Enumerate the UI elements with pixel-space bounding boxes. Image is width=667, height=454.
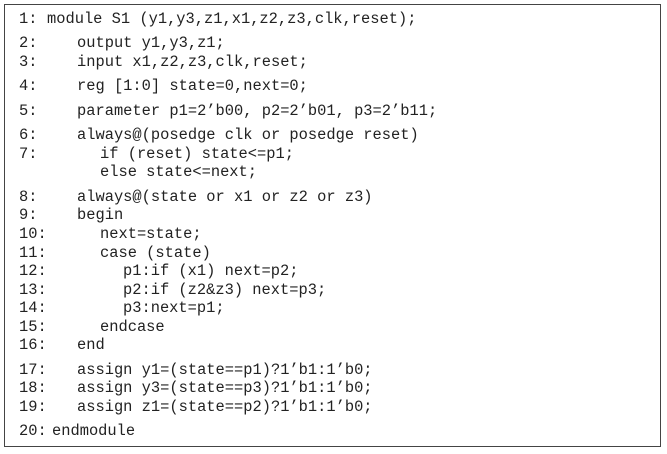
line-number: 16: bbox=[19, 336, 47, 355]
line-number: 3: bbox=[19, 52, 38, 71]
code-text: next=state; bbox=[100, 224, 202, 243]
line-number: 20: bbox=[19, 422, 47, 441]
line-number: 18: bbox=[19, 379, 47, 398]
code-text: p2:if (z2&z3) next=p3; bbox=[123, 280, 327, 299]
code-text: case (state) bbox=[100, 243, 211, 262]
line-number: 13: bbox=[19, 280, 47, 299]
code-text: endmodule bbox=[52, 422, 136, 441]
line-number: 12: bbox=[19, 262, 47, 281]
line-number: 1: bbox=[19, 10, 38, 28]
code-text: parameter p1=2’b00, p2=2’b01, p3=2’b11; bbox=[77, 101, 438, 120]
code-listing-frame bbox=[4, 4, 661, 447]
line-number: 7: bbox=[19, 144, 38, 163]
code-text: assign z1=(state==p2)?1’b1:1’b0; bbox=[77, 398, 373, 417]
code-text: always@(state or x1 or z2 or z3) bbox=[77, 187, 373, 206]
code-text: assign y1=(state==p1)?1’b1:1’b0; bbox=[77, 360, 373, 379]
line-number: 14: bbox=[19, 299, 47, 318]
code-text: if (reset) state<=p1; bbox=[100, 144, 294, 163]
line-number: 19: bbox=[19, 398, 47, 417]
code-text: input x1,z2,z3,clk,reset; bbox=[77, 52, 308, 71]
code-text: reg [1:0] state=0,next=0; bbox=[77, 77, 308, 96]
line-number: 8: bbox=[19, 187, 38, 206]
code-text: output y1,y3,z1; bbox=[77, 34, 225, 53]
line-number: 17: bbox=[19, 360, 47, 379]
code-text: begin bbox=[77, 206, 124, 225]
code-text: assign y3=(state==p3)?1’b1:1’b0; bbox=[77, 379, 373, 398]
line-number: 4: bbox=[19, 77, 38, 96]
code-text: p1:if (x1) next=p2; bbox=[123, 262, 299, 281]
code-text: always@(posedge clk or posedge reset) bbox=[77, 126, 419, 145]
code-text: end bbox=[77, 336, 105, 355]
line-number: 10: bbox=[19, 224, 47, 243]
code-text: p3:next=p1; bbox=[123, 299, 225, 318]
code-text: else state<=next; bbox=[100, 163, 258, 182]
line-number: 15: bbox=[19, 317, 47, 336]
line-number: 5: bbox=[19, 101, 38, 120]
line-number: 11: bbox=[19, 243, 47, 262]
line-number: 6: bbox=[19, 126, 38, 145]
line-number: 2: bbox=[19, 34, 38, 53]
code-text: module S1 (y1,y3,z1,x1,z2,z3,clk,reset); bbox=[47, 10, 417, 28]
code-text: endcase bbox=[100, 317, 165, 336]
line-number: 9: bbox=[19, 206, 38, 225]
